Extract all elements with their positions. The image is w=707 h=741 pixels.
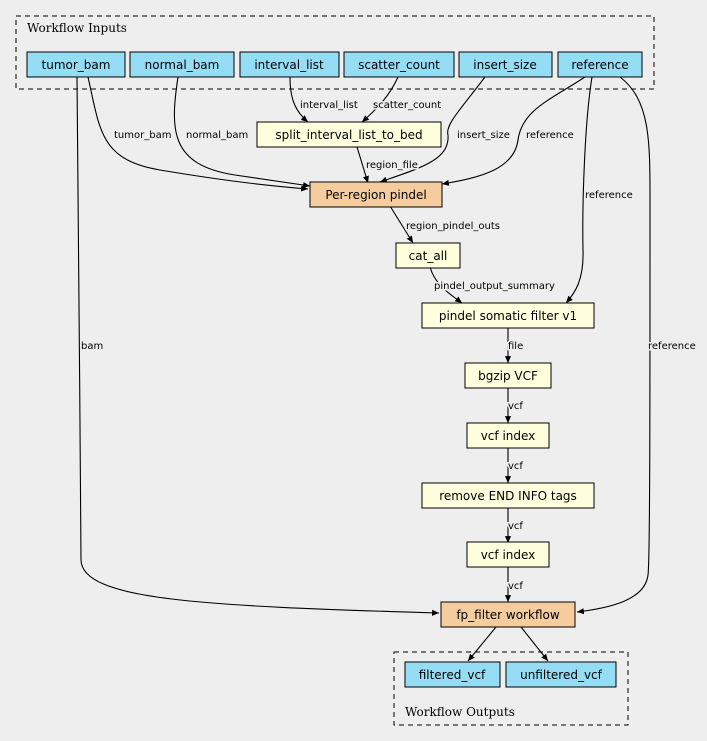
node-filter-label: pindel somatic filter v1 — [439, 309, 577, 323]
node-unfiltered-vcf[interactable]: unfiltered_vcf — [505, 661, 617, 688]
node-fp-filter-workflow[interactable]: fp_filter workflow — [440, 601, 576, 628]
edge-bam — [76, 76, 440, 616]
edge-label-tumor-bam: tumor_bam — [114, 130, 171, 141]
node-vcf-index-1-label: vcf index — [481, 429, 536, 443]
edge-insert-size — [379, 76, 486, 183]
edge-label-region-pindel-outs: region_pindel_outs — [406, 221, 500, 232]
node-remove-end-tags[interactable]: remove END INFO tags — [421, 482, 595, 509]
node-bgzip-label: bgzip VCF — [478, 369, 538, 383]
node-cat-all-label: cat_all — [409, 249, 448, 263]
edge-label-region-file: region_file — [366, 160, 418, 171]
node-scatter-count[interactable]: scatter_count — [343, 51, 455, 78]
workflow-inputs-label: Workflow Inputs — [27, 21, 127, 35]
workflow-outputs-label: Workflow Outputs — [405, 705, 515, 719]
edge-label-reference-filter: reference — [585, 190, 633, 201]
node-bgzip-vcf[interactable]: bgzip VCF — [464, 362, 552, 389]
edge-label-reference-pindel: reference — [526, 130, 574, 141]
node-filtered-vcf[interactable]: filtered_vcf — [404, 661, 501, 688]
edge-region-file — [356, 146, 369, 184]
edge-region-pindel-outs — [389, 205, 414, 244]
node-fp-filter-label: fp_filter workflow — [456, 608, 560, 622]
node-tumor-bam-label: tumor_bam — [42, 58, 111, 72]
edge-reference-filter — [565, 76, 593, 304]
node-per-region-pindel[interactable]: Per-region pindel — [309, 181, 443, 208]
node-vcf-index-1[interactable]: vcf index — [466, 422, 550, 449]
node-normal-bam-label: normal_bam — [145, 58, 220, 72]
edge-label-insert-size: insert_size — [457, 130, 510, 141]
node-tumor-bam[interactable]: tumor_bam — [26, 51, 126, 78]
edge-label-pindel-output-summary: pindel_output_summary — [434, 281, 555, 292]
edge-scatter-count — [361, 76, 399, 123]
edge-unfiltered-vcf — [520, 626, 549, 662]
edge-label-vcf-2: vcf — [508, 461, 523, 472]
node-interval-list-label: interval_list — [254, 58, 324, 72]
workflow-outputs-cluster — [393, 651, 629, 726]
node-remove-label: remove END INFO tags — [439, 489, 577, 503]
node-cat-all[interactable]: cat_all — [395, 242, 461, 269]
edge-interval-list — [289, 76, 309, 123]
node-scatter-count-label: scatter_count — [358, 58, 440, 72]
edge-label-reference-fp: reference — [648, 341, 696, 352]
node-interval-list[interactable]: interval_list — [239, 51, 340, 78]
node-filtered-vcf-label: filtered_vcf — [419, 668, 486, 682]
node-reference-label: reference — [571, 58, 628, 72]
node-normal-bam[interactable]: normal_bam — [129, 51, 235, 78]
edge-tumor-bam — [87, 76, 309, 192]
workflow-inputs-cluster — [15, 15, 655, 90]
node-pindel-somatic-filter[interactable]: pindel somatic filter v1 — [421, 302, 595, 329]
edge-label-vcf-3: vcf — [508, 521, 523, 532]
edge-label-vcf-1: vcf — [508, 401, 523, 412]
edge-label-normal-bam: normal_bam — [186, 130, 248, 141]
edge-reference-fp — [576, 76, 651, 615]
node-vcf-index-2[interactable]: vcf index — [466, 541, 550, 568]
edge-reference-pindel — [441, 76, 586, 186]
node-pindel-label: Per-region pindel — [325, 188, 426, 202]
node-unfiltered-vcf-label: unfiltered_vcf — [520, 668, 603, 682]
edge-label-scatter-count: scatter_count — [373, 100, 441, 111]
edge-normal-bam — [173, 76, 311, 189]
node-insert-size[interactable]: insert_size — [458, 51, 553, 78]
edge-label-vcf-4: vcf — [508, 581, 523, 592]
edge-label-interval-list: interval_list — [300, 100, 358, 111]
edge-pindel-output-summary — [429, 266, 463, 304]
node-vcf-index-2-label: vcf index — [481, 548, 536, 562]
node-reference[interactable]: reference — [557, 51, 643, 78]
edge-filtered-vcf — [467, 626, 497, 662]
node-insert-size-label: insert_size — [473, 58, 536, 72]
node-split-interval-list-to-bed[interactable]: split_interval_list_to_bed — [256, 121, 442, 148]
edge-label-file: file — [508, 341, 523, 352]
node-split-label: split_interval_list_to_bed — [275, 128, 422, 142]
edge-label-bam: bam — [81, 341, 103, 352]
